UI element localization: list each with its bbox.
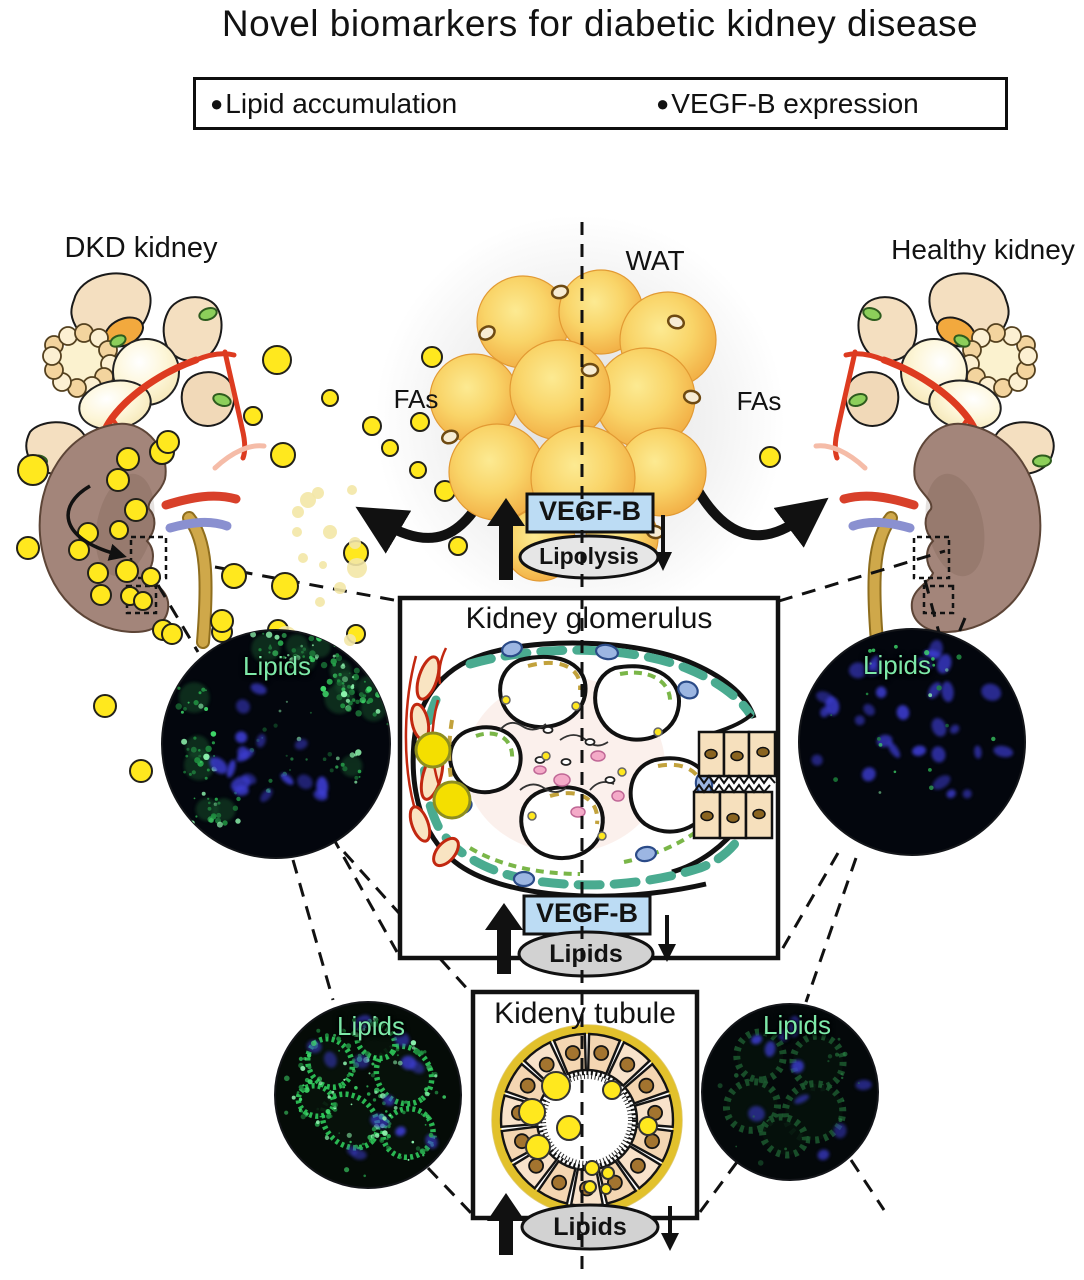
micrograph-glomerulus-healthy — [798, 628, 1026, 856]
lipids-tubule-label: Lipids — [553, 1213, 627, 1241]
legend-item-label: VEGF-B expression — [671, 87, 919, 119]
adipocyte-nuclei — [440, 284, 702, 540]
lipolysis-label: Lipolysis — [539, 543, 639, 569]
micrograph-label-glom-dkd: Lipids — [243, 651, 311, 681]
glomerulus-illustration — [404, 640, 777, 899]
micrograph-tubule-dkd — [274, 1001, 462, 1189]
wat-label: WAT — [625, 245, 685, 276]
micrograph-label-glom-healthy: Lipids — [863, 650, 931, 680]
dkd-efflux-arrow — [66, 484, 127, 561]
dkd-kidney-label: DKD kidney — [64, 232, 218, 264]
healthy-kidney-label: Healthy kidney — [891, 234, 1075, 265]
micrograph-label-tubule-dkd: Lipids — [337, 1011, 405, 1041]
page-title: Novel biomarkers for diabetic kidney dis… — [221, 3, 979, 44]
lipolysis-ellipse — [518, 534, 660, 580]
tubule-title: Kideny tubule — [494, 997, 676, 1030]
micrograph-label-tubule-healthy: Lipids — [763, 1010, 831, 1040]
lipids-ellipse-tubule — [520, 1203, 660, 1251]
fa-flux-arrow-right — [692, 486, 829, 548]
lipids-glomerulus-label: Lipids — [549, 940, 623, 968]
fas-label-left: FAs — [393, 384, 439, 414]
increase-arrow-glomerulus — [485, 903, 523, 974]
lipids-ellipse-glomerulus — [517, 930, 655, 978]
legend-item-label: Lipid accumulation — [225, 87, 458, 119]
increase-arrow-tubule — [487, 1193, 525, 1255]
decrease-arrow-glomerulus — [658, 915, 676, 962]
tubule-illustration — [491, 1024, 683, 1216]
legend-box: ●Lipid accumulation ●VEGF-B expression — [193, 77, 1008, 130]
vegfb-glomerulus-label: VEGF-B — [535, 898, 639, 928]
healthy-kidney-illustration — [816, 273, 1054, 642]
vegfb-box-wat — [525, 492, 655, 534]
glomerulus-title: Kidney glomerulus — [465, 602, 713, 635]
tubule-lumen-lipids — [518, 1071, 658, 1195]
micrograph-glomerulus-dkd — [161, 629, 391, 859]
bullet-icon: ● — [656, 90, 670, 116]
tubule-opening-cells — [692, 712, 777, 840]
increase-arrow-wat — [487, 498, 525, 580]
vegfb-wat-label: VEGF-B — [538, 496, 642, 526]
vegfb-box-glomerulus — [522, 894, 652, 936]
micrograph-tubule-healthy — [701, 1003, 879, 1181]
decrease-arrow-tubule — [661, 1206, 679, 1251]
fas-label-right: FAs — [736, 386, 782, 416]
legend-item-lipid-accumulation: ●Lipid accumulation — [210, 88, 457, 120]
legend-item-vegfb-expression: ●VEGF-B expression — [656, 88, 919, 120]
bullet-icon: ● — [210, 90, 224, 116]
